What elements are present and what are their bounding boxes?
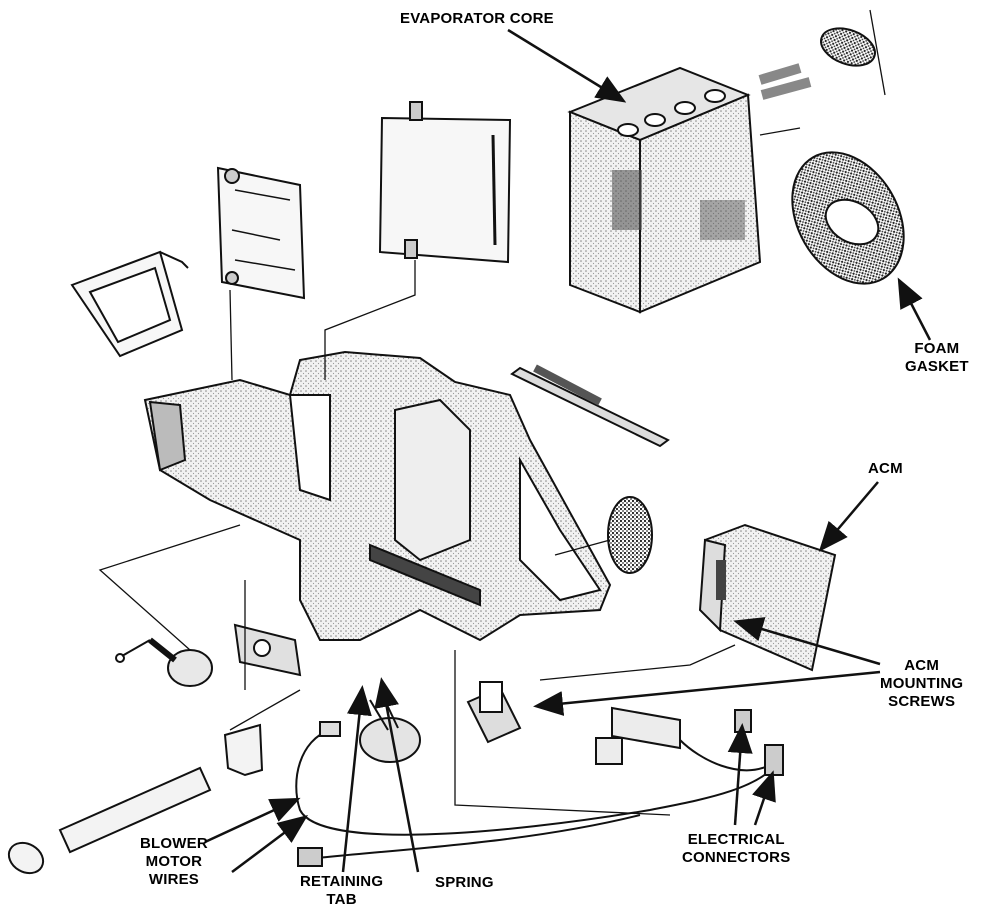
foam-pad-round [607,496,653,574]
label-evaporator-core-text: EVAPORATOR CORE [400,10,554,27]
label-retaining-tab-line-2: TAB [326,891,357,908]
label-acm-mounting-screws-line-3: SCREWS [888,693,956,710]
blend-door [216,166,306,300]
label-acm: ACM [868,460,903,478]
label-evaporator-core: EVAPORATOR CORE [400,10,554,28]
label-blower-motor-wires-line-2: MOTOR [145,853,203,870]
foam-gasket-large [791,151,905,285]
label-blower-motor-wires: BLOWER MOTOR WIRES [140,835,208,889]
recirc-door [70,250,189,358]
label-electrical-connectors: ELECTRICAL CONNECTORS [682,831,790,867]
label-acm-text: ACM [868,460,903,477]
label-foam-gasket-line-2: GASKET [905,358,969,375]
label-blower-motor-wires-line-1: BLOWER [140,835,208,852]
label-acm-mounting-screws-line-1: ACM [904,657,940,674]
arrow-connector-left [727,723,753,826]
mode-actuator [233,623,302,677]
mode-door [378,101,512,264]
label-electrical-connectors-line-1: ELECTRICAL [687,831,785,848]
label-foam-gasket: FOAM GASKET [905,340,969,376]
heater-ac-housing [143,350,612,642]
arrow-acm-screw-upper [733,617,881,666]
arrow-blower-wire-upper [204,797,301,844]
acm-module [698,523,837,672]
arrow-blower-wire-lower [231,815,308,873]
drain-hose [7,723,264,875]
alignment-lines [98,9,886,816]
blower-resistor [466,681,522,744]
label-retaining-tab: RETAINING TAB [300,873,383,909]
arrow-spring [374,677,420,873]
arrow-foam-gasket [897,277,932,341]
arrow-acm-screw-lower [533,670,881,716]
arrow-evaporator-core [507,28,627,103]
arrow-acm [818,481,879,552]
foam-gasket-small [820,27,876,67]
evaporator-core [567,63,812,314]
label-acm-mounting-screws: ACM MOUNTING SCREWS [880,657,963,711]
arrow-retaining-tab [341,685,372,873]
temperature-sensor-bar [510,364,670,448]
relay-module [595,706,681,765]
label-electrical-connectors-line-2: CONNECTORS [682,849,791,866]
label-spring-text: SPRING [435,874,494,891]
label-acm-mounting-screws-line-2: MOUNTING [880,675,964,692]
label-retaining-tab-line-1: RETAINING [300,873,384,890]
label-blower-motor-wires-line-3: WIRES [148,871,200,888]
leader-arrows [204,28,932,873]
blend-actuator [359,689,421,763]
blower-motor [115,637,213,687]
arrow-connector-right [752,770,776,826]
label-foam-gasket-line-1: FOAM [914,340,960,357]
label-spring: SPRING [435,874,494,892]
